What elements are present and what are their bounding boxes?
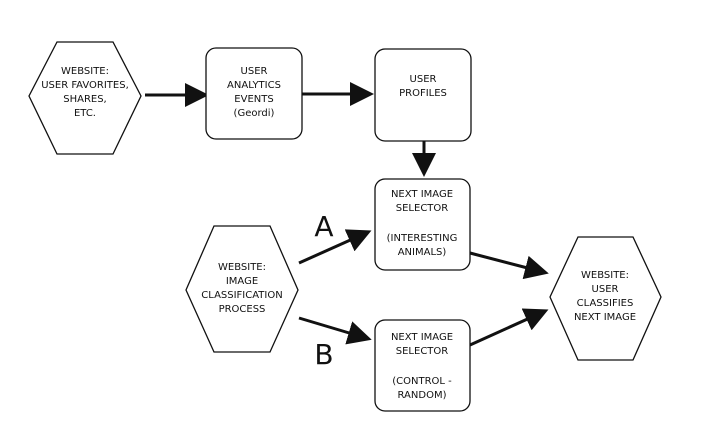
node-website-favorites-line: SHARES, [63,94,107,105]
node-selector-interesting: NEXT IMAGE SELECTOR (INTERESTING ANIMALS… [374,178,471,271]
node-analytics-events-line: (Geordi) [234,108,275,119]
node-user-profiles-line: PROFILES [399,88,447,99]
node-user-classifies: WEBSITE: USER CLASSIFIES NEXT IMAGE [549,236,662,361]
node-user-classifies-line: WEBSITE: [581,270,629,281]
edge-selector-b-to-classifies [469,308,549,347]
node-user-profiles-line: USER [410,74,437,85]
node-selector-interesting-line: (INTERESTING [387,233,458,244]
node-image-classification: WEBSITE: IMAGE CLASSIFICATION PROCESS [185,225,299,353]
node-website-favorites-line: USER FAVORITES, [41,80,129,91]
node-analytics-events-line: ANALYTICS [227,80,281,91]
node-user-profiles: USER PROFILES [374,48,472,142]
node-user-classifies-line: CLASSIFIES [577,298,634,309]
node-selector-control-line: RANDOM) [398,390,447,401]
node-user-classifies-line: USER [592,284,619,295]
edge-classification-to-selector-b [298,316,372,345]
node-image-classification-line: WEBSITE: [218,262,266,273]
node-analytics-events: USER ANALYTICS EVENTS (Geordi) [205,47,303,140]
node-website-favorites: WEBSITE: USER FAVORITES, SHARES, ETC. [28,41,142,155]
node-selector-interesting-line: SELECTOR [396,203,449,214]
edge-selector-a-to-classifies [469,251,549,280]
node-image-classification-line: PROCESS [219,304,266,315]
node-selector-control: NEXT IMAGE SELECTOR (CONTROL - RANDOM) [374,319,471,412]
node-image-classification-line: CLASSIFICATION [201,290,282,301]
node-website-favorites-line: WEBSITE: [61,66,109,77]
branch-label-b: B [314,338,333,371]
node-image-classification-line: IMAGE [226,276,258,287]
node-selector-interesting-line: NEXT IMAGE [391,189,453,200]
node-user-classifies-line: NEXT IMAGE [574,312,636,323]
node-selector-control-line: SELECTOR [396,346,449,357]
node-analytics-events-line: EVENTS [234,94,273,105]
node-selector-interesting-line: ANIMALS) [398,247,447,258]
node-website-favorites-line: ETC. [74,108,96,119]
branch-label-a: A [314,210,333,243]
node-analytics-events-line: USER [241,66,268,77]
node-selector-control-line: NEXT IMAGE [391,332,453,343]
node-selector-control-line: (CONTROL - [392,376,452,387]
edge-classification-to-selector-a [298,229,372,265]
